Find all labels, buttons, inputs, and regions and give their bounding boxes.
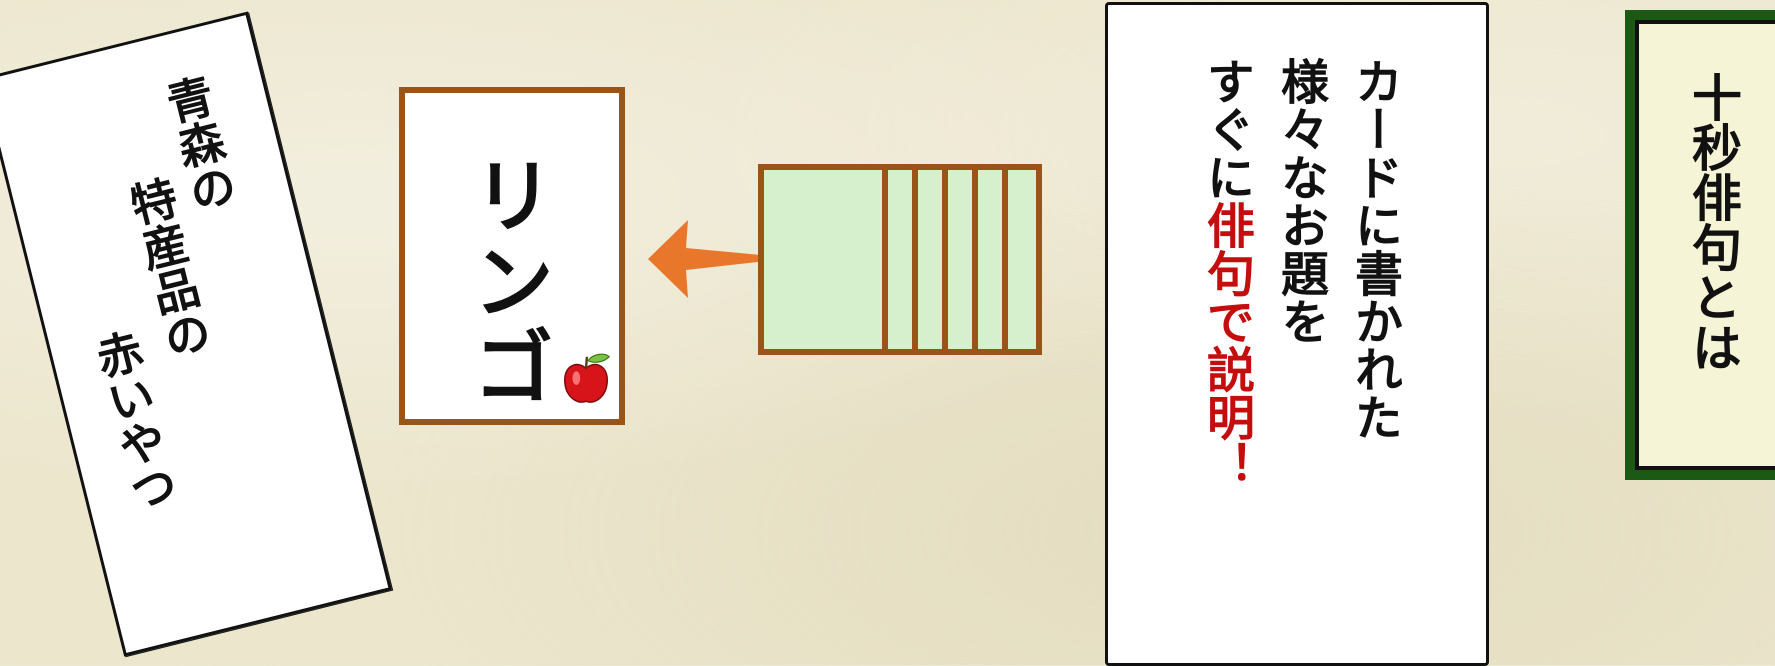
explanation-line-2: 様々なお題を	[1272, 57, 1328, 345]
explanation-line-1: カードに書かれた	[1346, 57, 1402, 441]
deck-card-edge	[1002, 170, 1008, 349]
deck-card-edge	[942, 170, 948, 349]
apple-icon	[564, 353, 611, 403]
deck-card-edge	[882, 170, 888, 349]
explanation-highlight: 俳句で説明！	[1198, 201, 1254, 489]
arrow-left-icon	[648, 220, 793, 298]
page-title: 十秒俳句とは	[1684, 72, 1743, 372]
topic-word: リンゴ	[458, 153, 554, 411]
deck-card-edge	[912, 170, 918, 349]
card-deck-icon	[758, 164, 1042, 355]
haiku-strip: 青森の 特産品の 赤いやつ	[0, 11, 392, 657]
explanation-line-3-prefix: すぐに	[1198, 57, 1254, 201]
topic-card: リンゴ	[399, 87, 625, 425]
title-plaque-inner: 十秒俳句とは	[1635, 20, 1775, 470]
deck-card-edge	[972, 170, 978, 349]
title-plaque: 十秒俳句とは	[1625, 10, 1775, 480]
explanation-line-3: すぐに俳句で説明！	[1196, 57, 1256, 489]
explanation-paper: カードに書かれた 様々なお題を すぐに俳句で説明！	[1105, 2, 1489, 666]
